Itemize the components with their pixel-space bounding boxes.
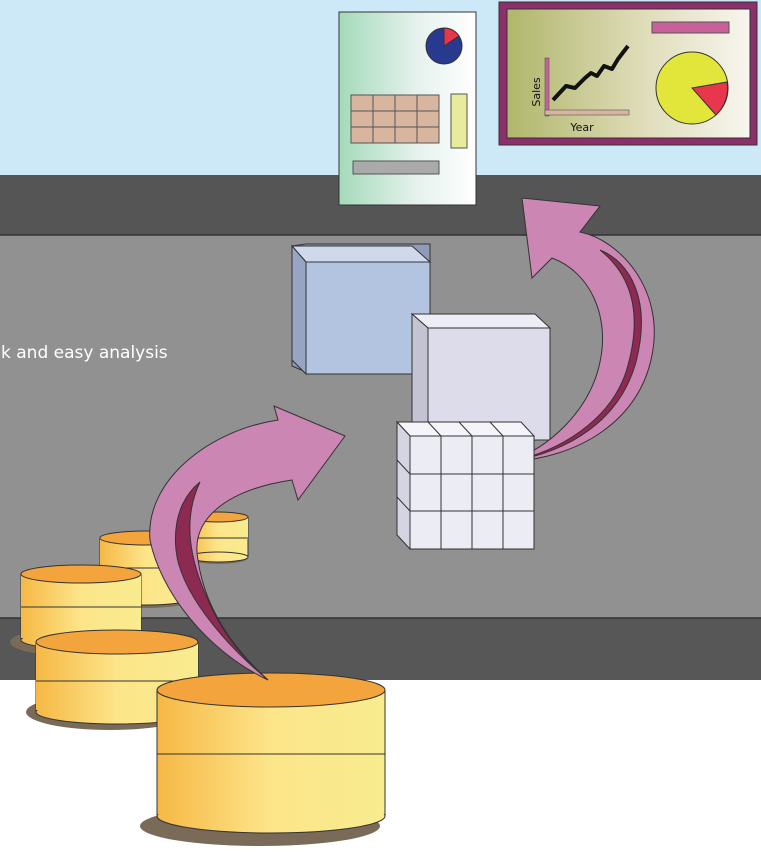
data-cube-icon: [395, 420, 536, 551]
chart-xlabel: Year: [569, 121, 594, 134]
data-cube-icon: [410, 312, 552, 442]
report-table: [350, 94, 440, 144]
caption-text: k and easy analysis: [1, 343, 168, 363]
database-icon: [140, 672, 386, 846]
sales-line: [551, 44, 630, 102]
report-icon: [338, 11, 477, 206]
dashboard-bar: [651, 21, 730, 34]
report-bottom-bar: [352, 160, 440, 175]
flow-arrow-icon: [507, 197, 655, 463]
dashboard-icon: Sales Year: [498, 1, 758, 146]
data-cube-icon: [290, 243, 432, 376]
report-side-bar: [450, 93, 468, 149]
chart-ylabel: Sales: [530, 77, 543, 107]
flow-arrow-icon: [149, 405, 346, 681]
